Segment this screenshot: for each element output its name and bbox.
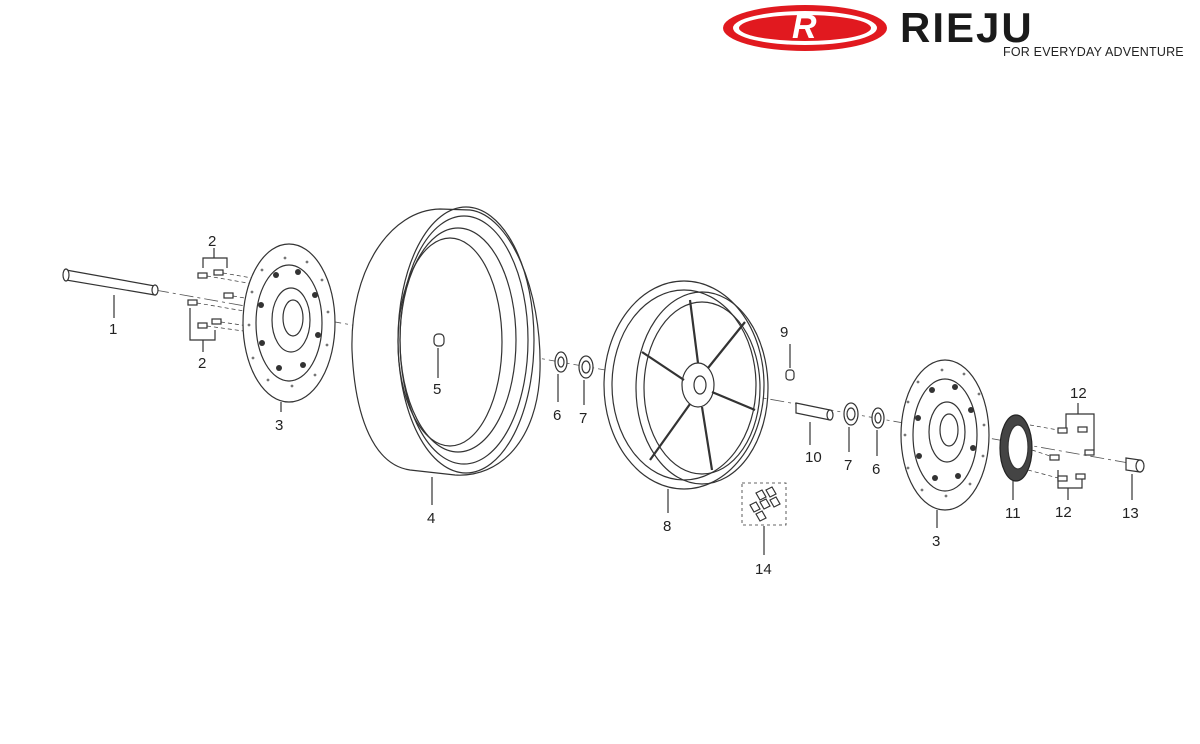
callout-label: 3 (932, 533, 940, 550)
bearing-left: 7 (578, 355, 594, 427)
callout-label: 6 (872, 461, 880, 478)
callout-label: 14 (755, 561, 772, 578)
balance-weights: 14 (741, 482, 787, 578)
logo-letter: R (792, 8, 817, 46)
callout-label: 9 (780, 324, 788, 341)
callout-label: 6 (553, 407, 561, 424)
brake-disc-right: 3 (900, 359, 990, 550)
tire: 4 (351, 206, 541, 527)
callout-label: 4 (427, 510, 435, 527)
callout-label: 7 (579, 410, 587, 427)
callout-label: 1 (109, 321, 117, 338)
collar: 13 (1122, 457, 1145, 522)
bearing-right: 7 (843, 402, 859, 474)
brand-logo-mark (723, 5, 887, 51)
callout-label: 3 (275, 417, 283, 434)
callout-label: 7 (844, 457, 852, 474)
spacer: 10 (795, 402, 834, 466)
bolts-ring: 12 12 (1027, 385, 1095, 521)
oil-seal-left: 6 (553, 351, 568, 424)
callout-label: 13 (1122, 505, 1139, 522)
oil-seal-right: 6 (871, 407, 885, 478)
callout-label: 2 (198, 355, 206, 372)
callout-label: 10 (805, 449, 822, 466)
rim-valve: 9 (780, 324, 795, 381)
axle: 1 (62, 268, 159, 338)
callout-label: 12 (1055, 504, 1072, 521)
callout-label: 11 (1005, 505, 1021, 522)
callout-label: 12 (1070, 385, 1087, 402)
callout-label: 8 (663, 518, 671, 535)
callout-label: 5 (433, 381, 441, 398)
brand-name: RIEJU (900, 4, 1034, 51)
brake-disc-left: 3 (242, 243, 336, 434)
valve: 5 (433, 333, 445, 398)
brand-header: R RIEJU FOR EVERYDAY ADVENTURE (0, 0, 1200, 70)
callout-label: 2 (208, 233, 216, 250)
abs-ring: 11 (999, 414, 1033, 522)
rim: 8 (603, 280, 769, 535)
brand-tagline: FOR EVERYDAY ADVENTURE (1003, 45, 1184, 59)
